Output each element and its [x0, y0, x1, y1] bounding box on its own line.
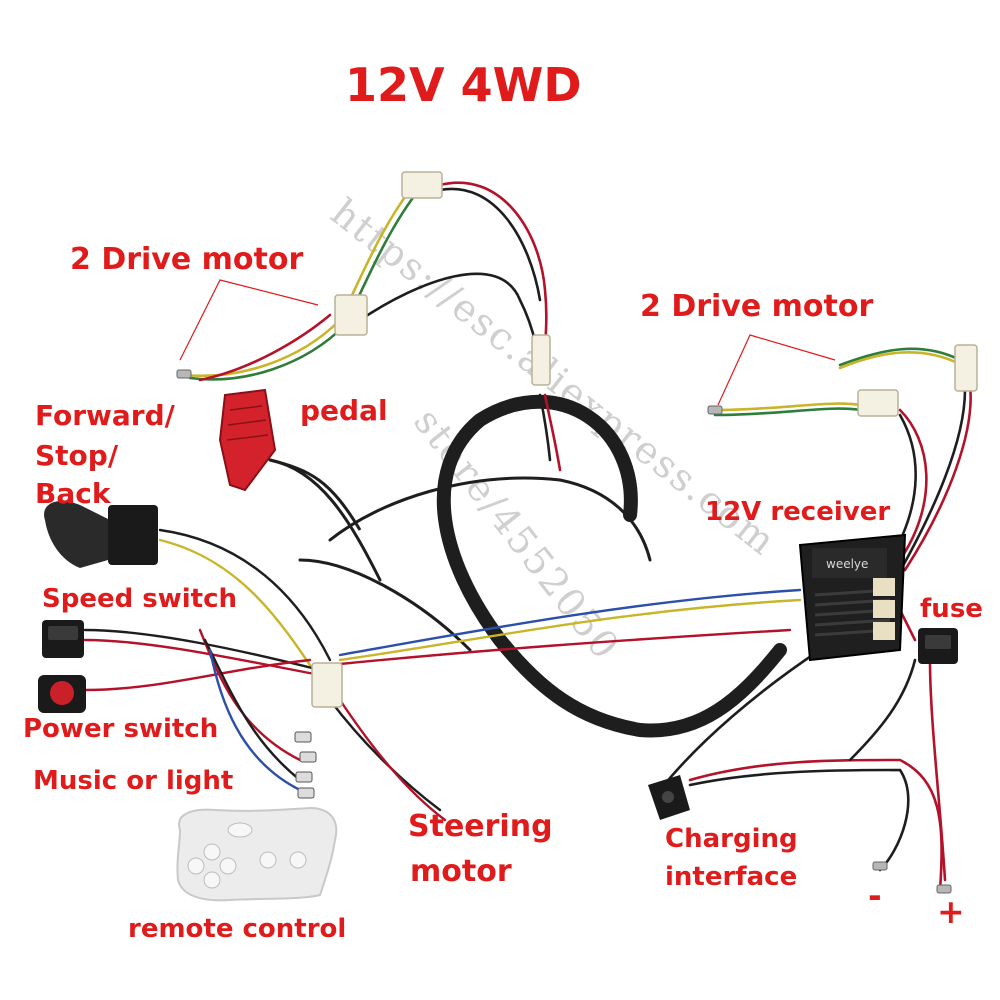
label-drive-motor-right: 2 Drive motor: [640, 289, 874, 324]
label-plus: +: [937, 892, 965, 931]
label-fuse: fuse: [920, 594, 983, 624]
switch-wires: [83, 528, 802, 822]
gear-shift-icon: [44, 500, 158, 568]
label-power-switch: Power switch: [23, 714, 219, 744]
receiver-brand: weelye: [826, 557, 868, 571]
label-speed-switch: Speed switch: [42, 584, 238, 614]
label-forward-stop-back-3: Back: [35, 477, 111, 510]
label-drive-motor-left: 2 Drive motor: [70, 242, 304, 277]
label-music-or-light: Music or light: [33, 766, 234, 796]
connector-icon: [311, 171, 978, 708]
battery-terminals: [176, 369, 952, 894]
label-receiver: 12V receiver: [705, 497, 891, 527]
label-pedal: pedal: [300, 394, 388, 427]
page-title: 12V 4WD: [345, 58, 582, 112]
label-forward-stop-back-2: Stop/: [35, 439, 119, 472]
fuse-holder-icon: [918, 628, 958, 664]
label-steering-motor-1: Steering: [408, 809, 553, 844]
music-light-plugs: [294, 731, 317, 799]
label-forward-stop-back-1: Forward/: [35, 399, 175, 432]
drive-motor-right-wires: [713, 347, 972, 582]
label-charging-interface-2: interface: [665, 862, 798, 892]
label-steering-motor-2: motor: [410, 854, 512, 889]
charging-port-icon: [648, 775, 690, 820]
receiver-module-icon: weelye: [798, 533, 907, 662]
label-remote-control: remote control: [128, 914, 347, 944]
power-wires: [658, 608, 947, 892]
label-minus: -: [868, 876, 882, 915]
rocker-switch-icon: [42, 620, 84, 658]
pedal-icon: [218, 388, 362, 531]
remote-control-icon: [176, 806, 338, 902]
push-button-icon: [38, 675, 86, 713]
leader-lines: [179, 279, 836, 406]
main-harness: [268, 394, 787, 738]
label-charging-interface-1: Charging: [665, 824, 798, 854]
